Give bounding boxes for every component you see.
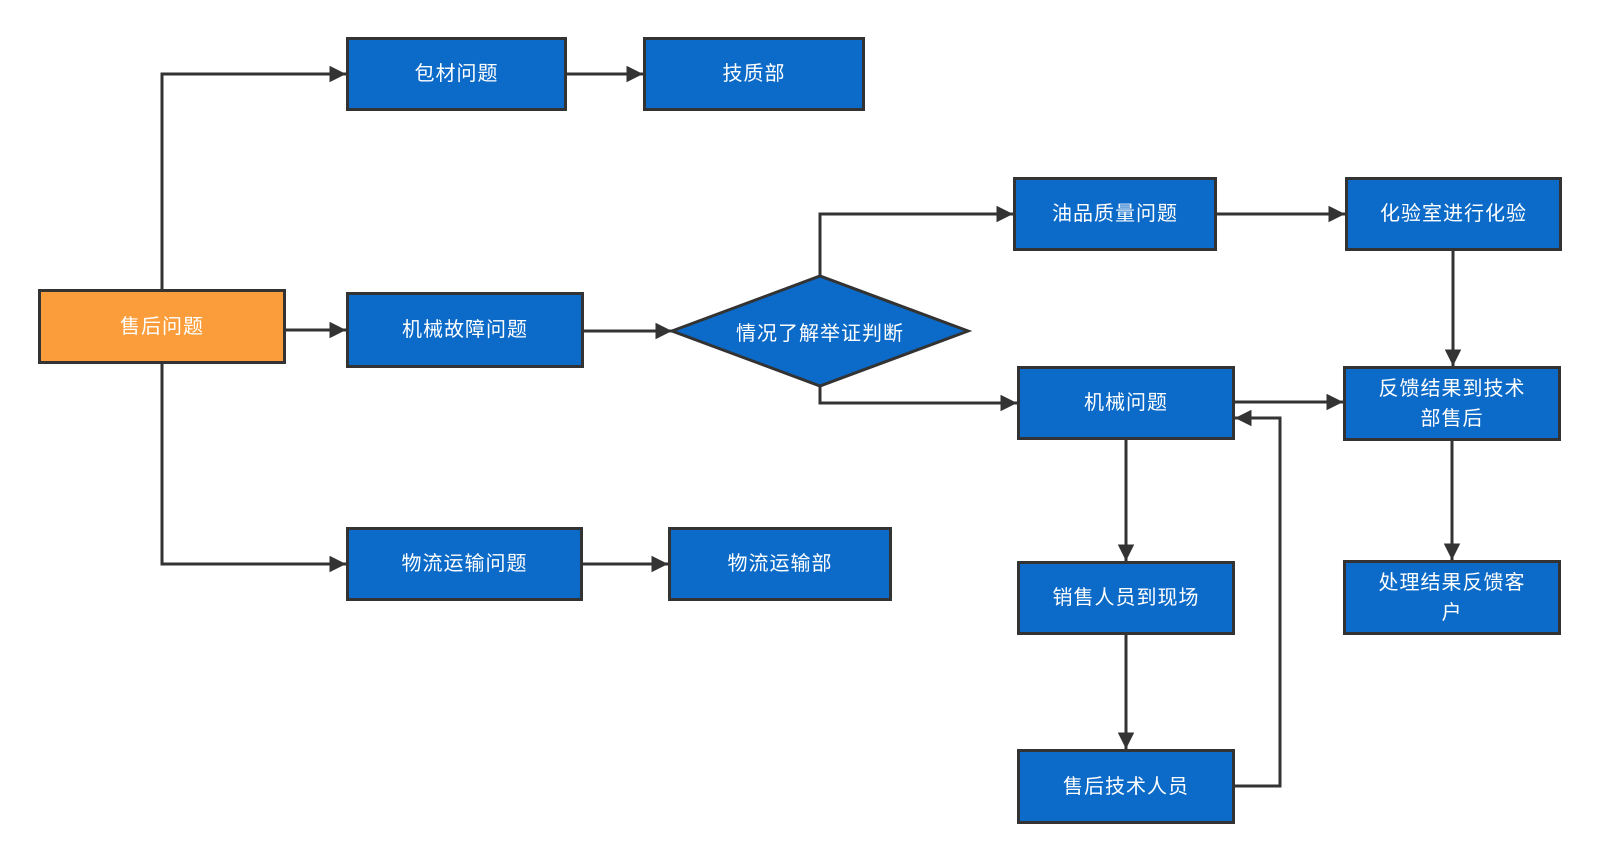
node-feedback-to-tech-dept: 反馈结果到技术 部售后: [1343, 366, 1561, 441]
edge-start-to-packaging: [160, 65, 346, 289]
node-logistics-transport-dept: 物流运输部: [668, 527, 892, 601]
node-oil-quality-problem: 油品质量问题: [1013, 177, 1217, 251]
node-mechanical-problem: 机械问题: [1017, 366, 1235, 440]
node-tech-quality-dept: 技质部: [643, 37, 865, 111]
edge-decision-to-mechanical-problem: [818, 386, 1017, 412]
node-mechanical-fault-problem: 机械故障问题: [346, 292, 584, 368]
node-sales-staff-on-site: 销售人员到现场: [1017, 561, 1235, 635]
node-result-feedback-customer: 处理结果反馈客 户: [1343, 560, 1561, 635]
node-logistics-transport-problem: 物流运输问题: [346, 527, 583, 601]
edge-start-to-logistics: [160, 364, 346, 573]
node-aftersales-tech-staff: 售后技术人员: [1017, 749, 1235, 824]
decision-diamond-shape: [667, 274, 973, 388]
edge-decision-to-oil-quality: [818, 205, 1013, 276]
node-packaging-problem: 包材问题: [346, 37, 567, 111]
edge-aftersales-tech-to-mechanical-problem: [1235, 409, 1282, 788]
node-lab-testing: 化验室进行化验: [1345, 177, 1562, 251]
node-start-aftersales-problem: 售后问题: [38, 289, 286, 364]
